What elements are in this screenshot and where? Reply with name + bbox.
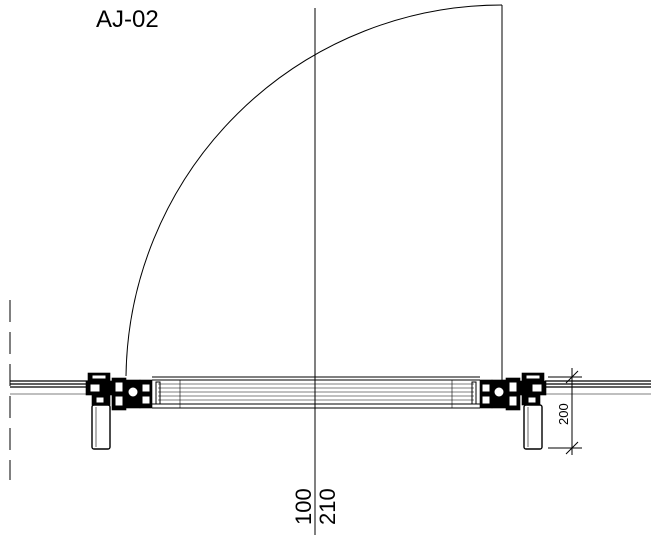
depth-dimension-label: 200	[556, 403, 571, 425]
door-panel-section	[152, 376, 480, 409]
left-post	[91, 404, 111, 450]
door-swing-arc	[125, 4, 503, 377]
center-label-210: 210	[315, 488, 340, 525]
center-label-100: 100	[291, 488, 316, 525]
depth-dimension	[548, 368, 582, 455]
left-frame-profile	[85, 372, 153, 411]
right-post	[523, 404, 543, 450]
right-wall	[545, 380, 651, 395]
left-wall	[10, 380, 90, 395]
drawing-title: AJ-02	[96, 6, 159, 33]
right-frame-profile	[479, 372, 547, 411]
